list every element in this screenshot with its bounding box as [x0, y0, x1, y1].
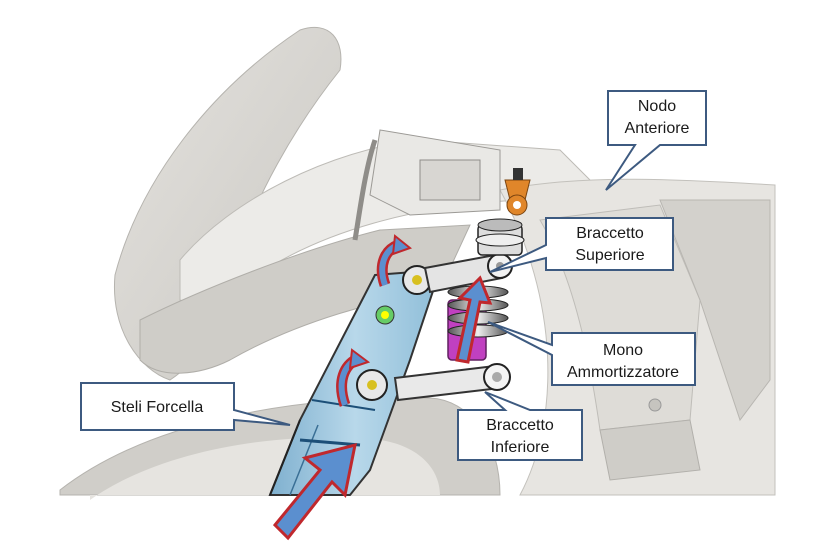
mono-label-line2: Ammortizzatore	[567, 364, 679, 381]
fork-leg	[268, 265, 442, 496]
rotation-arrows	[336, 234, 413, 407]
callout-braccetto-superiore: Braccetto Superiore	[489, 217, 674, 273]
nodo-label-line1: Nodo	[638, 98, 676, 115]
nodo-label-line2: Anteriore	[625, 120, 690, 137]
input-force-arrow	[272, 442, 357, 541]
braccetto-inferiore-label-line1: Braccetto	[486, 417, 554, 434]
callout-mono-ammortizzatore: Mono Ammortizzatore	[487, 321, 696, 386]
braccetto-superiore-label-line2: Superiore	[575, 247, 644, 264]
shock-force-arrow	[455, 275, 493, 364]
callout-steli-forcella: Steli Forcella	[80, 382, 291, 431]
callout-nodo-anteriore: Nodo Anteriore	[605, 90, 707, 191]
braccetto-superiore-label-line1: Braccetto	[576, 225, 644, 242]
mono-label-line1: Mono	[603, 342, 643, 359]
steli-forcella-label: Steli Forcella	[111, 399, 204, 416]
lower-link	[393, 363, 511, 402]
callout-braccetto-inferiore: Braccetto Inferiore	[457, 391, 583, 461]
braccetto-inferiore-label-line2: Inferiore	[491, 439, 550, 456]
